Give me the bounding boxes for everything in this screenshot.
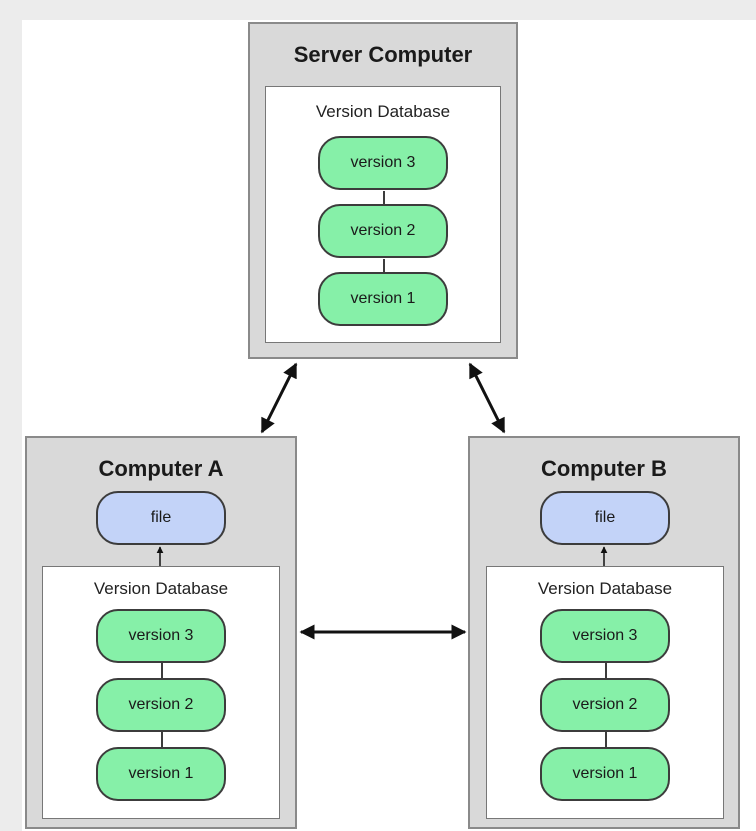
computer-b-version-1: version 1 <box>540 747 670 801</box>
server-version-3: version 3 <box>318 136 448 190</box>
arrow-server-computer-b <box>468 362 506 434</box>
server-computer-box: Server Computer Version Database version… <box>248 22 518 359</box>
computer-a-link-2-1 <box>161 732 163 748</box>
server-version-1: version 1 <box>318 272 448 326</box>
computer-a-box: Computer A file Version Database version… <box>25 436 297 829</box>
computer-b-version-database: Version Database version 3 version 2 ver… <box>486 566 724 819</box>
computer-a-db-label: Version Database <box>93 579 229 598</box>
computer-b-box: Computer B file Version Database version… <box>468 436 740 829</box>
server-db-label: Version Database <box>315 102 451 121</box>
server-version-2: version 2 <box>318 204 448 258</box>
computer-a-version-1: version 1 <box>96 747 226 801</box>
computer-a-version-2: version 2 <box>96 678 226 732</box>
computer-b-link-2-1 <box>605 732 607 748</box>
server-computer-title: Server Computer <box>293 42 473 67</box>
computer-a-link-3-2 <box>161 663 163 679</box>
arrow-server-computer-a <box>260 362 298 434</box>
computer-b-file: file <box>540 491 670 545</box>
computer-b-db-label: Version Database <box>537 579 673 598</box>
server-link-3-2 <box>383 191 385 205</box>
computer-a-version-3: version 3 <box>96 609 226 663</box>
computer-b-title: Computer B <box>541 456 667 481</box>
server-version-database: Version Database version 3 version 2 ver… <box>265 86 501 343</box>
server-link-2-1 <box>383 259 385 273</box>
computer-a-file: file <box>96 491 226 545</box>
computer-b-version-2: version 2 <box>540 678 670 732</box>
computer-b-link-3-2 <box>605 663 607 679</box>
computer-b-version-3: version 3 <box>540 609 670 663</box>
computer-a-version-database: Version Database version 3 version 2 ver… <box>42 566 280 819</box>
computer-a-title: Computer A <box>98 456 224 481</box>
